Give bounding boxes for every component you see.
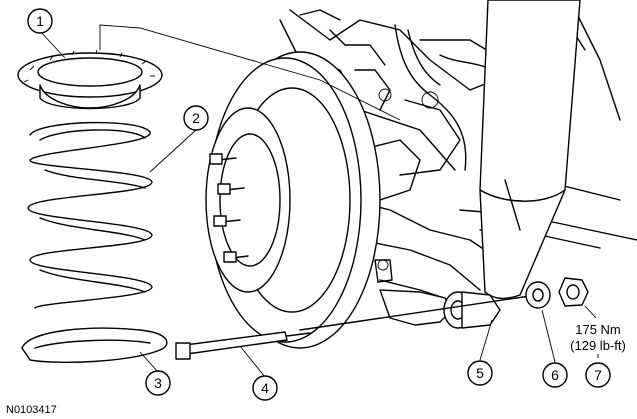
lower-mount-illustration [299, 289, 531, 331]
sensor-harness-part [175, 331, 311, 360]
leader-lines [39, 24, 599, 378]
spring-lower-insulator-part [21, 327, 168, 363]
washer-part [525, 281, 551, 309]
brake-rotor-illustration [205, 51, 381, 349]
callout-1-label: 1 [36, 13, 44, 29]
callout-5: 5 [467, 360, 493, 386]
callout-7-label: 7 [594, 367, 602, 383]
torque-imperial: (129 lb-ft) [570, 338, 626, 353]
callout-7: 7 [585, 362, 611, 388]
callout-4-label: 4 [261, 380, 269, 396]
figure-id: N0103417 [6, 404, 57, 416]
callout-4: 4 [252, 375, 278, 401]
callout-2: 2 [183, 105, 209, 131]
callout-1: 1 [27, 8, 53, 34]
callout-3-label: 3 [154, 375, 162, 391]
torque-metric: 175 Nm [575, 322, 621, 337]
spring-upper-seat-part [17, 49, 163, 110]
coil-spring-part [27, 121, 153, 309]
callout-3: 3 [145, 370, 171, 396]
nut-part [558, 277, 589, 307]
callout-6-label: 6 [551, 367, 559, 383]
callout-6: 6 [542, 362, 568, 388]
callout-5-label: 5 [476, 365, 484, 381]
shock-absorber-illustration [479, 0, 581, 300]
callout-2-label: 2 [192, 110, 200, 126]
